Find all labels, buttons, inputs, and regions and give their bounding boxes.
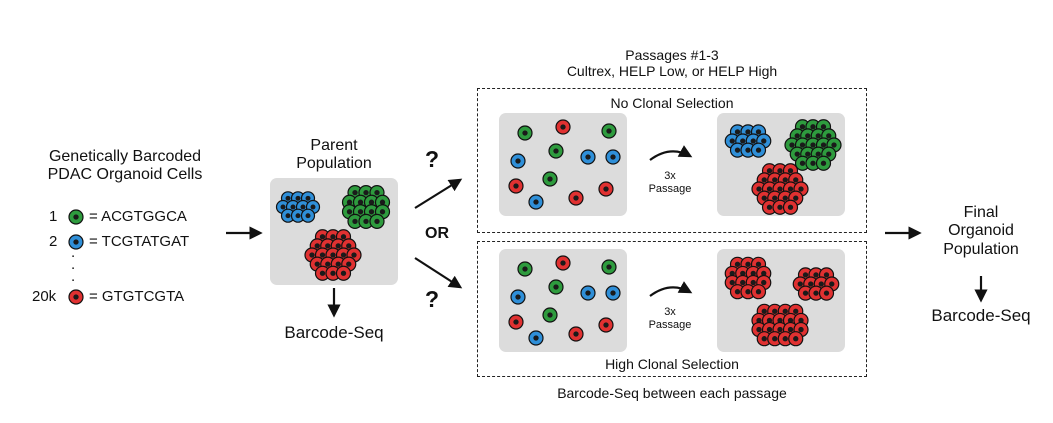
passages-title-line2: Cultrex, HELP Low, or HELP High <box>566 63 778 80</box>
bottom-end-red-cluster-b-cell <box>808 285 824 301</box>
parent-green-cluster-cell <box>369 213 385 229</box>
barcode-ellipsis-3: . <box>71 268 76 285</box>
final-population-title: Final Organoid Population <box>921 204 1041 259</box>
bottom-end-red-cluster-a-cell <box>729 284 746 300</box>
bottom-scatter-cell <box>528 330 544 346</box>
bottom-scatter-cell <box>548 279 564 295</box>
bottom-scatter-cell <box>568 326 584 342</box>
final-title-line1: Final <box>963 204 999 221</box>
bottom-scatter-cell <box>580 285 596 301</box>
legend-cell-green <box>68 209 84 225</box>
bottom-end-red-cluster-c-cell <box>767 331 783 347</box>
top-scatter-cell <box>555 119 571 135</box>
top-end-green-cluster-cell <box>805 155 821 171</box>
step-top-line1: 3x <box>664 170 676 182</box>
passages-footer: Barcode-Seq between each passage <box>557 385 787 401</box>
bottom-end-red-cluster-a-cell <box>750 284 767 300</box>
parent-title-line2: Population <box>296 155 372 173</box>
top-scatter-cell <box>605 149 621 165</box>
passages-frame-bottom <box>477 241 867 377</box>
bottom-scatter-cell <box>555 255 571 271</box>
barcode-ellipsis-1: . <box>71 244 76 261</box>
top-end-red-cluster-cell <box>782 199 799 215</box>
flow-arrows <box>226 145 988 318</box>
barcoded-cells-title-line1: Genetically Barcoded <box>48 148 202 165</box>
barcode-index-1: 1 <box>49 208 58 225</box>
barcoded-cells-title: Genetically Barcoded PDAC Organoid Cells <box>30 148 220 185</box>
bottom-end-red-cluster-b-cell <box>818 285 835 301</box>
parent-green-cluster-cell <box>358 213 374 229</box>
top-end-green-cluster-cell <box>794 155 811 171</box>
barcode-sequence-1: = ACGTGGCA <box>89 208 187 225</box>
bottom-scatter-cell <box>601 259 617 275</box>
barcode-index-3: 20k <box>32 288 57 305</box>
final-barcode-seq: Barcode-Seq <box>931 306 1031 325</box>
no-clonal-selection-label: No Clonal Selection <box>610 95 734 111</box>
step-bottom-line1: 3x <box>664 306 676 318</box>
cell-layer <box>68 119 842 347</box>
legend-cell-red <box>68 289 84 305</box>
or-label: OR <box>425 225 449 242</box>
top-scatter-cell <box>542 171 558 187</box>
step-label-bottom: 3x Passage <box>640 306 700 331</box>
bottom-scatter-cell <box>598 317 614 333</box>
parent-title-line1: Parent <box>310 137 358 154</box>
final-title-line3: Population <box>943 240 1019 258</box>
bottom-scatter-cell <box>542 307 558 323</box>
arrow-to-no-selection <box>414 178 463 209</box>
top-scatter-cell <box>598 181 614 197</box>
bottom-scatter-cell <box>605 285 621 301</box>
curve-arrow-top <box>649 145 693 161</box>
parent-blue-cluster-cell <box>280 208 296 223</box>
barcoded-cells-title-line2: PDAC Organoid Cells <box>47 166 203 184</box>
step-label-top: 3x Passage <box>640 170 700 195</box>
top-end-blue-cluster-cell <box>750 142 767 158</box>
bottom-end-red-cluster-c-cell <box>788 331 804 347</box>
curve-arrow-bottom <box>649 281 693 297</box>
top-scatter-cell <box>508 178 524 194</box>
high-clonal-selection-label: High Clonal Selection <box>605 356 739 372</box>
top-scatter-cell <box>580 149 596 165</box>
barcode-sequence-2: = TCGTATGAT <box>89 233 190 250</box>
arrow-to-high-selection <box>414 257 463 289</box>
final-title-line2: Organoid <box>948 222 1014 240</box>
step-top-line2: Passage <box>648 182 692 195</box>
top-scatter-cell <box>601 123 617 139</box>
barcode-ellipsis-2: . <box>71 256 76 273</box>
top-scatter-cell <box>528 194 544 210</box>
barcode-sequence-3: = GTGTCGTA <box>89 288 185 305</box>
barcode-index-2: 2 <box>49 233 58 250</box>
question-mark-top: ? <box>425 146 440 172</box>
passages-title-line1: Passages #1-3 <box>625 47 719 63</box>
parent-red-cluster-cell <box>335 265 352 281</box>
top-scatter-cell <box>510 153 526 169</box>
parent-green-cluster-cell <box>374 204 391 220</box>
top-scatter-cell <box>568 190 584 206</box>
legend-cell-blue <box>68 234 84 250</box>
passages-title: Passages #1-3 Cultrex, HELP Low, or HELP… <box>477 47 867 79</box>
top-scatter-cell <box>517 125 533 141</box>
top-scatter-cell <box>548 143 564 159</box>
passages-frame-top <box>477 88 867 233</box>
bottom-scatter-cell <box>517 261 533 277</box>
step-bottom-line2: Passage <box>648 318 692 331</box>
parent-barcode-seq: Barcode-Seq <box>284 323 384 342</box>
parent-blue-cluster-cell <box>300 208 316 223</box>
bottom-end-red-cluster-c-cell <box>777 331 793 347</box>
question-mark-bottom: ? <box>425 286 440 312</box>
bottom-scatter-cell <box>508 314 524 330</box>
parent-population-title: Parent Population <box>270 137 398 174</box>
bottom-scatter-cell <box>510 289 526 305</box>
top-end-green-cluster-cell <box>815 155 832 171</box>
